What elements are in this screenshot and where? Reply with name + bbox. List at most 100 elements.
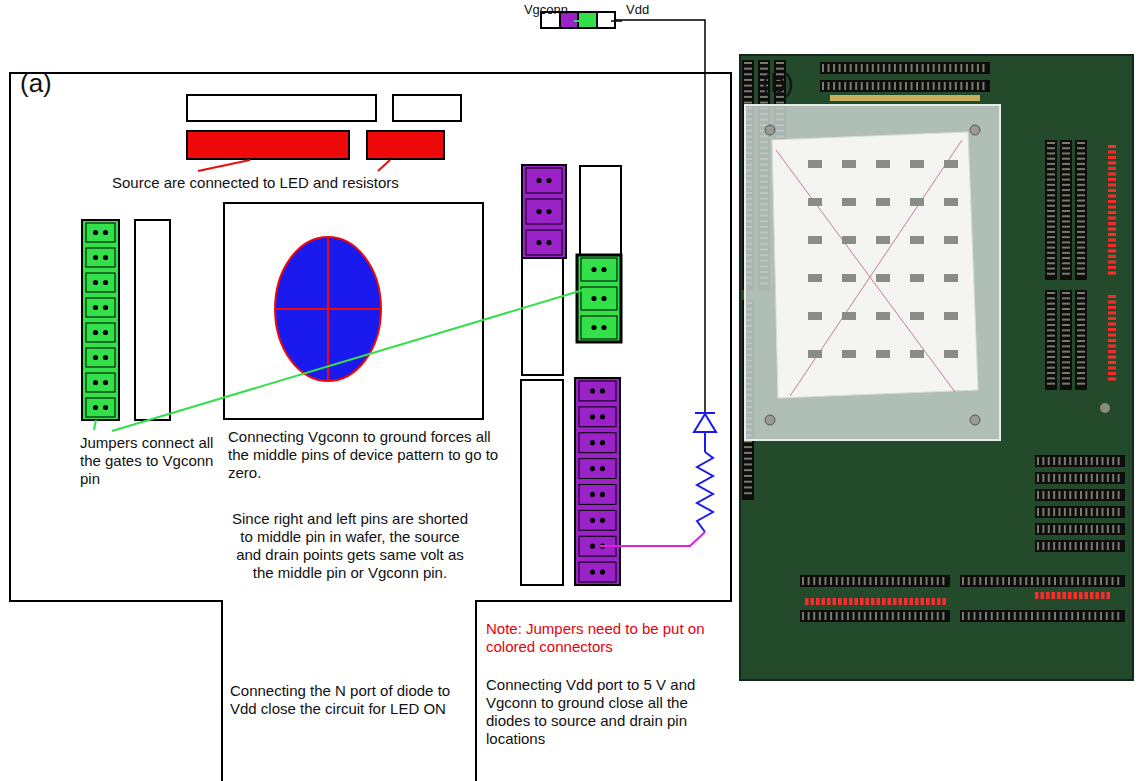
pin [1062, 257, 1070, 259]
pin [1047, 220, 1055, 222]
pin [744, 79, 752, 81]
jumper-strip [521, 380, 563, 585]
pin [1107, 525, 1109, 533]
pin [1118, 542, 1120, 550]
pin [1047, 179, 1055, 181]
pin-header [1035, 540, 1125, 552]
pin-dot [93, 405, 98, 410]
pin [744, 90, 752, 92]
pin-dot [600, 440, 605, 445]
device-pattern [910, 160, 924, 168]
pin [1048, 457, 1050, 465]
led [871, 598, 875, 605]
pin [1106, 577, 1108, 585]
pin [938, 82, 940, 90]
pin [1077, 184, 1085, 186]
led [1079, 592, 1083, 599]
jumper-strip [82, 220, 119, 420]
pin [813, 577, 815, 585]
pin [1047, 173, 1055, 175]
pin [960, 82, 962, 90]
led [1090, 592, 1094, 599]
pin [1062, 319, 1070, 321]
pin [903, 612, 905, 620]
device-pattern [842, 160, 856, 168]
pin [1077, 226, 1085, 228]
pin [881, 612, 883, 620]
jumper-cell [86, 398, 115, 417]
device-pattern [944, 312, 958, 320]
pin [1047, 340, 1055, 342]
pin [1062, 168, 1070, 170]
pin-dot [103, 405, 108, 410]
pin [1047, 241, 1055, 243]
pin [1047, 257, 1055, 259]
pin [931, 612, 933, 620]
pin-dot [536, 240, 541, 245]
pin [1062, 308, 1070, 310]
led [1108, 195, 1116, 198]
wafer-cut [275, 308, 381, 310]
pin [1062, 200, 1070, 202]
led [1096, 592, 1100, 599]
pin-header [1045, 290, 1057, 390]
pin [1047, 335, 1055, 337]
jumper-cell [579, 407, 616, 427]
pin [1062, 361, 1070, 363]
pin [839, 64, 841, 72]
pin [962, 577, 964, 585]
led [1074, 592, 1078, 599]
pin [1047, 210, 1055, 212]
pin [914, 577, 916, 585]
pin-dot [93, 280, 98, 285]
board-outline [10, 73, 731, 781]
device-pattern [944, 236, 958, 244]
pin [1020, 612, 1022, 620]
pin [1112, 577, 1114, 585]
pin [1047, 147, 1055, 149]
pin [1047, 313, 1055, 315]
pin [1048, 577, 1050, 585]
jumper-strip [580, 166, 621, 255]
pin [1077, 152, 1085, 154]
pin-name: Vgconn [508, 2, 568, 18]
pin [1077, 340, 1085, 342]
device-pattern [876, 274, 890, 282]
pin-dot [590, 466, 595, 471]
pin [1062, 340, 1070, 342]
pin [1077, 297, 1085, 299]
led [1101, 592, 1105, 599]
pin [1062, 152, 1070, 154]
pin [883, 64, 885, 72]
pin [927, 82, 929, 90]
pin [744, 68, 752, 70]
pin [1112, 508, 1114, 516]
pin [1085, 457, 1087, 465]
pin [1077, 257, 1085, 259]
pin [886, 577, 888, 585]
pin [1062, 383, 1070, 385]
pin [1077, 189, 1085, 191]
pin [1047, 194, 1055, 196]
jumper-cell [86, 373, 115, 392]
pin [1077, 313, 1085, 315]
pin [744, 446, 752, 448]
pin [1062, 268, 1070, 270]
jumper-cell [526, 230, 562, 255]
pin [1112, 457, 1114, 465]
pin [971, 82, 973, 90]
pin [1062, 205, 1070, 207]
pin [1071, 612, 1073, 620]
pin-header [800, 610, 950, 622]
pin [1062, 210, 1070, 212]
pin [744, 469, 752, 471]
led [1052, 592, 1056, 599]
source-header [187, 131, 349, 159]
pin [828, 64, 830, 72]
pin-name: Vdd [626, 2, 666, 18]
pin [1042, 525, 1044, 533]
pin [833, 82, 835, 90]
pin [1025, 612, 1027, 620]
led [877, 598, 881, 605]
pin [1062, 262, 1070, 264]
